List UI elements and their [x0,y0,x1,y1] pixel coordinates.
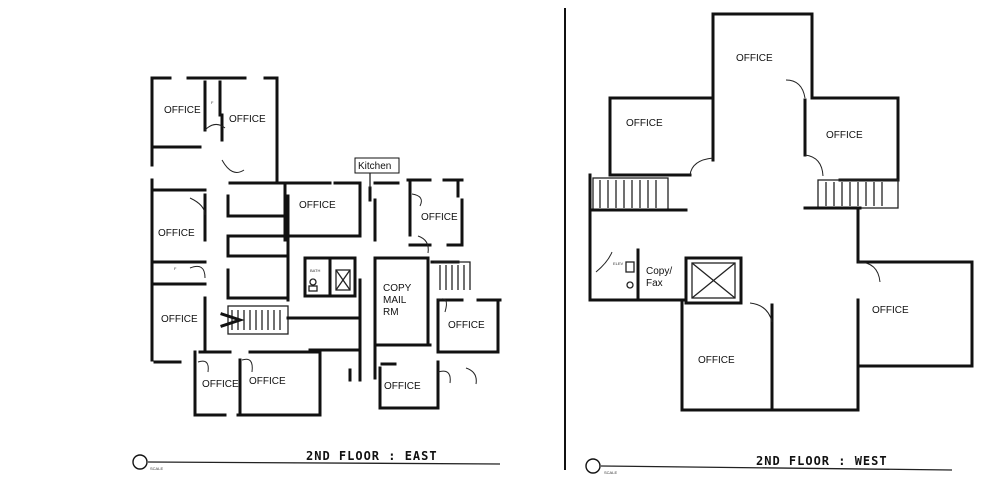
office-bottom1-label: OFFICE [202,379,239,390]
west-office-bottom-label: OFFICE [698,355,735,366]
office-bottom3-label: OFFICE [384,381,421,392]
office-left-low-label: OFFICE [161,314,198,325]
office-tl-label: OFFICE [164,105,201,116]
west-office-top-label: OFFICE [736,53,773,64]
east-floor-plan: BATH [132,76,502,471]
west-title: 2ND FLOOR : WEST [756,454,888,468]
copy-room-label-line2: MAIL [383,295,407,306]
svg-text:ELEV: ELEV [613,261,624,266]
kitchen-label-box [354,157,400,174]
office-center-label: OFFICE [299,200,336,211]
svg-text:SCALE: SCALE [150,466,163,471]
east-north-circle [132,454,148,470]
west-copy-label-line1: Copy/ [646,266,672,277]
svg-text:SCALE: SCALE [604,470,617,475]
west-office-right-label: OFFICE [826,130,863,141]
copy-room-label-line1: COPY [383,283,412,294]
office-bottom2-label: OFFICE [249,376,286,387]
office-right-label: OFFICE [421,212,458,223]
file-label-1: F [211,100,214,105]
copy-room-label-line3: RM [383,307,399,318]
west-north-circle [585,458,601,474]
east-title: 2ND FLOOR : EAST [306,449,438,463]
west-floor-plan: ELEV OFFICE OFFICE OFFICE OFFICE OFFICE … [585,12,974,475]
west-office-far-right-label: OFFICE [872,305,909,316]
west-office-left-label: OFFICE [626,118,663,129]
office-right-low-label: OFFICE [448,320,485,331]
west-copy-label-line2: Fax [646,278,663,289]
kitchen-label: Kitchen [358,161,391,172]
office-left-mid-label: OFFICE [158,228,195,239]
office-tl2-label: OFFICE [229,114,266,125]
file-label-2: F [174,266,177,271]
svg-text:BATH: BATH [310,268,320,273]
